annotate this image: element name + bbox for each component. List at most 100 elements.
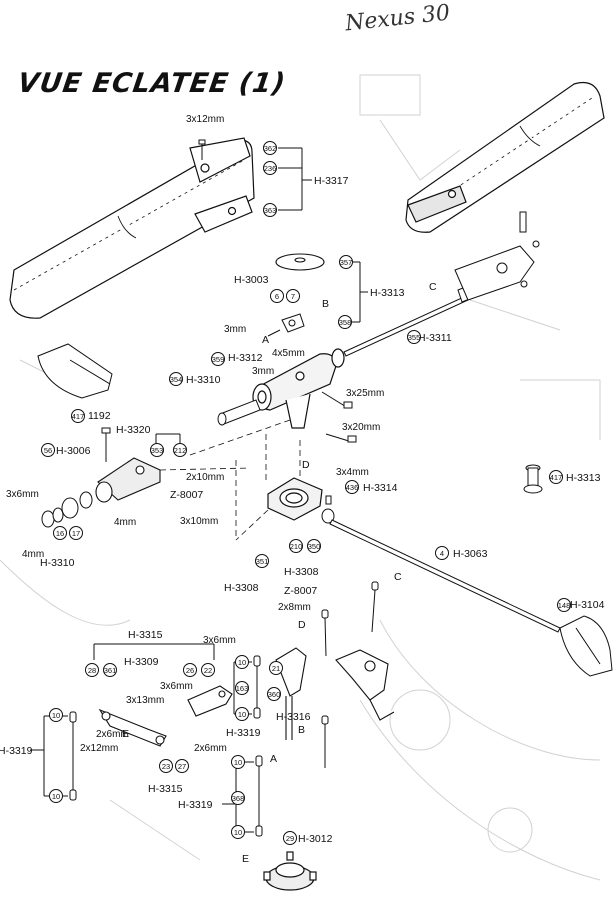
callout-circle [173,443,187,457]
label-4mm-b: 4mm [22,549,44,560]
part-callout-212: 212 [173,443,187,457]
part-callout-16: 16 [53,526,67,540]
label-3x6mm-a: 3x6mm [6,489,39,500]
callout-circle [175,759,189,773]
upper-links [321,581,379,768]
callout-circle [231,825,245,839]
label-h3315-bottom: H-3315 [148,783,183,795]
callout-circle [339,255,353,269]
paddle-right [559,615,613,677]
label-h3316: H-3316 [276,711,311,723]
letter-a-lower: A [270,753,277,765]
label-4mm-a: 4mm [114,517,136,528]
callout-number: 212 [174,446,187,455]
label-3x4mm: 3x4mm [336,467,369,478]
callout-circle [283,831,297,845]
callout-number: 28 [88,666,96,675]
callout-number: 417 [550,473,563,482]
swashplate [263,851,317,891]
part-callout-10c: 10 [235,655,249,669]
part-callout-10f: 10 [231,825,245,839]
label-3x20mm: 3x20mm [342,422,380,433]
part-callout-148: 148 [557,598,571,612]
label-3x25mm: 3x25mm [346,388,384,399]
label-h3104: H-3104 [570,599,605,611]
callout-circle [338,315,352,329]
letter-a-top: A [262,334,269,346]
part-callout-10a: 10 [49,708,63,722]
callout-number: 4 [440,549,444,558]
letter-d-lower: D [298,619,306,631]
label-3x6mm-c: 3x6mm [160,681,193,692]
callout-circle [183,663,197,677]
part-callout-10e: 10 [231,755,245,769]
callout-number: 354 [170,375,183,384]
part-callout-22: 22 [201,663,215,677]
label-h3314: H-3314 [363,482,398,494]
callout-circle [549,470,563,484]
pushrod-bottom [255,755,263,837]
main-blade-left [9,137,255,319]
callout-number: 417 [72,412,85,421]
letter-c-top: C [429,281,437,293]
screw-3x25-icon [321,391,353,409]
label-2x8mm: 2x8mm [278,602,311,613]
part-callout-358: 358 [338,315,352,329]
callout-number: 163 [236,684,249,693]
callout-circle [307,539,321,553]
callout-number: 10 [234,758,242,767]
callout-number: 148 [558,601,571,610]
screw-3x12-icon [198,139,206,160]
callout-circle [159,759,173,773]
callout-number: 7 [291,292,295,301]
background-ghost-drawing [0,74,601,881]
callout-number: 362 [264,144,277,153]
label-h3319-mid: H-3319 [226,727,261,739]
label-h3319-bottom: H-3319 [178,799,213,811]
bracket-h3319-left [30,715,68,797]
callout-circle [231,755,245,769]
label-1192: 1192 [88,410,111,422]
callout-number: 27 [178,762,186,771]
letter-d-top: D [302,459,310,471]
callout-circle [150,443,164,457]
pushrod-left [69,711,77,801]
part-callout-210: 210 [289,539,303,553]
spindle-shaft [217,399,261,426]
label-2x6mm-b: 2x6mm [194,743,227,754]
part-callout-361: 361 [103,663,117,677]
bracket-h3317 [278,147,312,211]
label-h3308-b: H-3308 [284,566,319,578]
part-callout-29: 29 [283,831,297,845]
washout-assembly [275,647,307,740]
label-z8007-b: Z-8007 [284,585,317,597]
callout-number: 6 [275,292,279,301]
callout-circle [345,480,359,494]
part-callout-417a: 417 [71,409,85,423]
part-callout-357: 357 [339,255,353,269]
part-callout-6: 6 [270,289,284,303]
flybar-long-rod [329,519,561,633]
label-h3315-top: H-3315 [128,629,163,641]
label-2x12mm: 2x12mm [80,743,118,754]
washout-arms [335,649,395,721]
label-h3310-bottom: H-3310 [40,557,75,569]
callout-circle [231,791,245,805]
callout-circle [263,161,277,175]
letter-b-top: B [322,298,329,310]
callout-circle [263,141,277,155]
callout-circle [263,203,277,217]
callout-circle [435,546,449,560]
center-hub [267,477,323,521]
label-3x6mm-b: 3x6mm [203,635,236,646]
part-callout-26: 26 [183,663,197,677]
callout-number: 23 [162,762,170,771]
callout-circle [267,687,281,701]
callout-circle [269,661,283,675]
callout-number: 56 [44,446,52,455]
label-h3012: H-3012 [298,833,333,845]
bracket-h3315 [93,643,215,660]
label-h3309: H-3309 [124,656,159,668]
callout-number: 436 [346,483,359,492]
callout-circle [169,372,183,386]
